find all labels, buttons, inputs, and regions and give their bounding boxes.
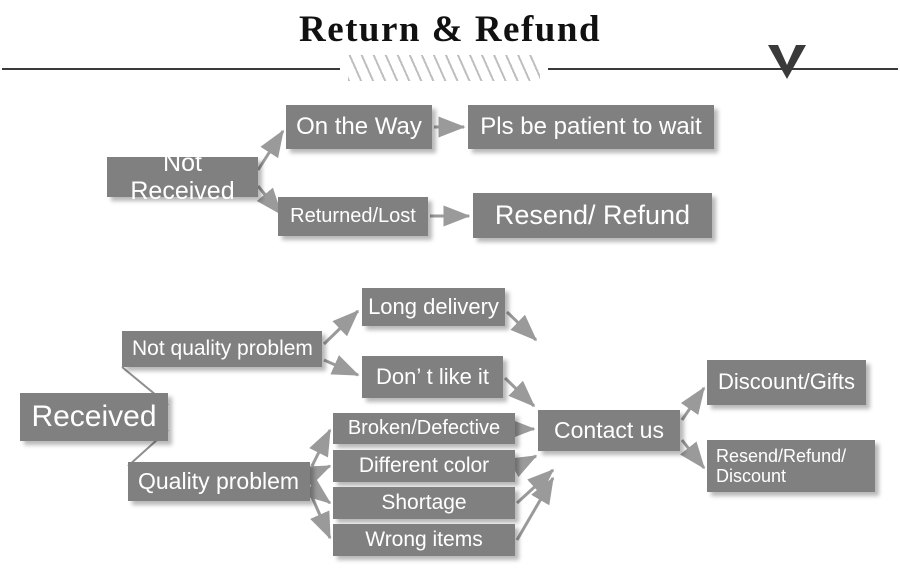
node-resend-refund[interactable]: Resend/ Refund [473, 193, 712, 238]
divider-line-right [548, 68, 898, 70]
node-resend-refund-discount[interactable]: Resend/Refund/ Discount [707, 440, 875, 492]
page-title: Return & Refund [298, 9, 602, 50]
node-pls-be-patient-to-wait[interactable]: Pls be patient to wait [468, 105, 714, 149]
node-on-the-way[interactable]: On the Way [286, 105, 432, 149]
node-different-color[interactable]: Different color [333, 450, 515, 482]
node-contact-us[interactable]: Contact us [538, 410, 680, 451]
node-received[interactable]: Received [20, 393, 168, 441]
node-returned-lost[interactable]: Returned/Lost [278, 197, 428, 236]
node-long-delivery[interactable]: Long delivery [362, 288, 505, 326]
node-not-quality-problem[interactable]: Not quality problem [122, 331, 322, 367]
node-broken-defective[interactable]: Broken/Defective [333, 413, 515, 444]
hatch-ornament [348, 55, 540, 81]
node-dont-like-it[interactable]: Don’ t like it [362, 356, 503, 398]
chevron-down-icon [768, 45, 806, 79]
node-quality-problem[interactable]: Quality problem [128, 462, 310, 501]
divider-line-left [2, 68, 340, 70]
node-not-received[interactable]: Not Received [107, 149, 258, 205]
node-discount-gifts[interactable]: Discount/Gifts [707, 360, 866, 405]
node-shortage[interactable]: Shortage [333, 487, 515, 519]
node-wrong-items[interactable]: Wrong items [333, 524, 515, 556]
